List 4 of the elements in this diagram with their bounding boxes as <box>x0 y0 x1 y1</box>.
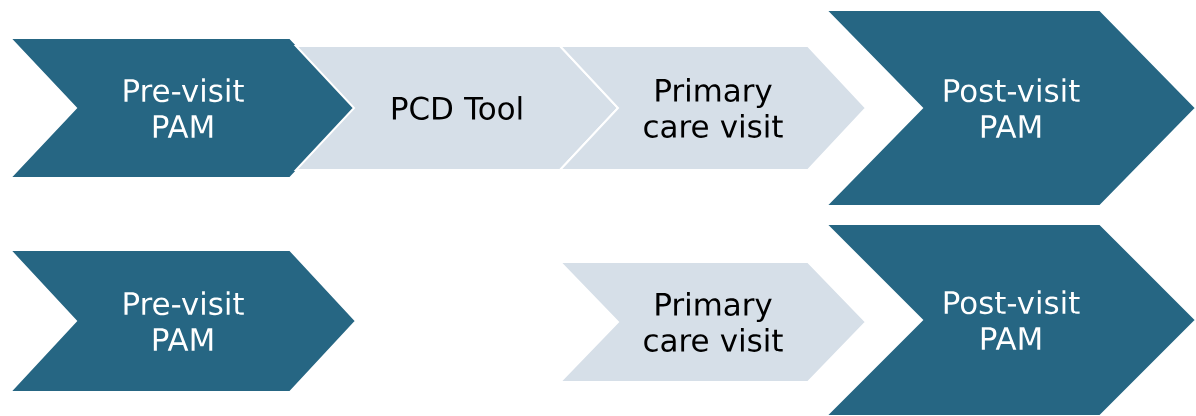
process-step: Post-visit PAM <box>823 223 1196 416</box>
process-step: Pre-visit PAM <box>7 249 358 393</box>
process-step: Post-visit PAM <box>823 9 1196 207</box>
process-step: PCD Tool <box>293 45 620 171</box>
